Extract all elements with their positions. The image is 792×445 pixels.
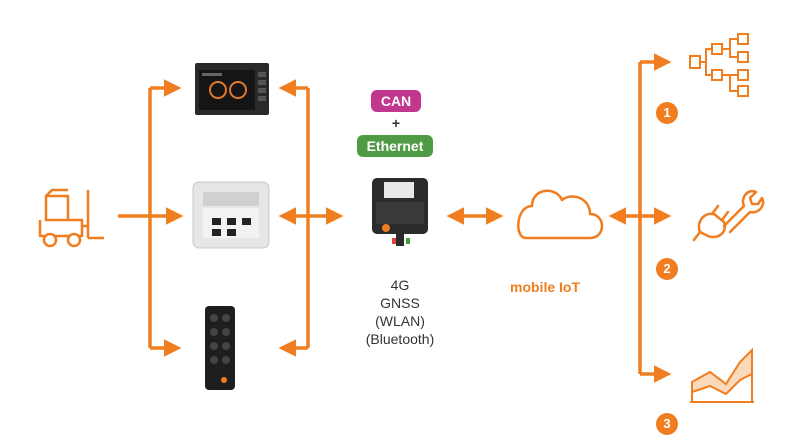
device-connector [278,79,344,357]
cloud-icon [517,189,604,240]
target-badge-1: 1 [656,102,678,124]
target-badge-2: 2 [656,258,678,280]
source-connector [118,79,184,357]
io-module-icon [192,181,270,249]
m12-io-block-icon [205,306,235,390]
cloud-label: mobile IoT [510,279,580,295]
feature-bluetooth: (Bluetooth) [365,331,435,347]
hierarchy-icon [689,33,749,97]
plug-wrench-icon [692,189,765,242]
can-badge: CAN [371,90,421,112]
feature-4g: 4G [390,277,410,293]
plus-sign: + [391,115,401,131]
cloud-targets-connector [608,53,672,383]
feature-wlan: (WLAN) [375,313,425,329]
gateway-icon [372,178,428,246]
feature-gnss: GNSS [380,295,420,311]
area-chart-icon [690,347,754,403]
ethernet-badge: Ethernet [357,135,433,157]
target-badge-3: 3 [656,413,678,435]
forklift-icon [38,188,104,248]
display-controller-icon [195,63,269,115]
gateway-features: 4G GNSS (WLAN) (Bluetooth) [350,276,450,348]
